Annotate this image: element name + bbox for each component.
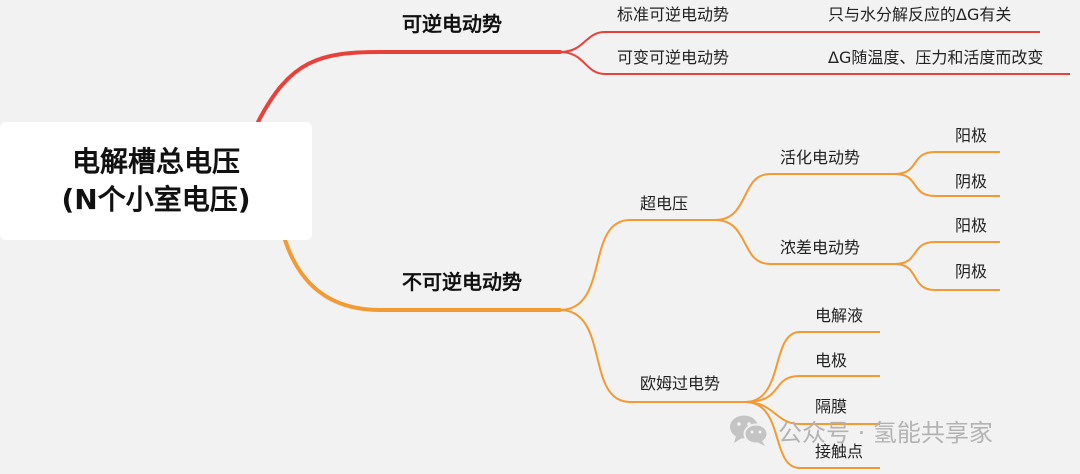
node-diaphragm[interactable]: 隔膜: [815, 397, 848, 416]
watermark: 公众号 · 氢能共享家: [728, 412, 993, 448]
node-variable-reversible-emf[interactable]: 可变可逆电动势: [617, 48, 730, 67]
node-reversible-emf[interactable]: 可逆电动势: [402, 12, 502, 36]
node-concentration-cathode[interactable]: 阴极: [955, 262, 988, 281]
node-contact-point[interactable]: 接触点: [815, 442, 864, 461]
connector-irreversible-overpotential: [559, 219, 715, 311]
connector-root-reversible: [256, 50, 562, 124]
note-variable-reversible-emf: ΔG随温度、压力和活度而改变: [828, 48, 1044, 67]
connector-over-activation: [714, 173, 895, 221]
wechat-icon: [730, 415, 769, 446]
node-irreversible-emf[interactable]: 不可逆电动势: [402, 270, 522, 294]
connector-reversible-standard: [559, 31, 1040, 53]
node-overpotential[interactable]: 超电压: [640, 194, 689, 213]
root-title-line2: (N个小室电压): [61, 183, 251, 216]
watermark-text: 公众号 · 氢能共享家: [778, 418, 993, 447]
connector-ohmic-electrode: [744, 375, 880, 403]
node-activation-anode[interactable]: 阳极: [955, 126, 988, 145]
connector-reversible-variable: [559, 51, 1070, 75]
root-node[interactable]: 电解槽总电压 (N个小室电压): [0, 122, 312, 240]
connector-irreversible-ohmic: [559, 309, 745, 403]
connector-activation-anode: [894, 151, 1000, 175]
note-standard-reversible-emf: 只与水分解反应的ΔG有关: [828, 5, 1012, 24]
node-electrode[interactable]: 电极: [815, 351, 848, 370]
node-electrolyte[interactable]: 电解液: [815, 306, 864, 325]
node-standard-reversible-emf[interactable]: 标准可逆电动势: [617, 5, 730, 24]
root-title-line1: 电解槽总电压: [71, 145, 240, 178]
connector-concentration-cathode: [894, 263, 1000, 291]
node-concentration-anode[interactable]: 阳极: [955, 216, 988, 235]
connector-root-irreversible: [283, 238, 562, 312]
node-concentration-emf[interactable]: 浓差电动势: [780, 238, 861, 257]
node-ohmic-overpotential[interactable]: 欧姆过电势: [640, 374, 721, 393]
node-activation-emf[interactable]: 活化电动势: [780, 148, 861, 167]
connector-activation-cathode: [894, 173, 1000, 197]
connector-over-concentration: [714, 219, 895, 265]
connector-concentration-anode: [894, 241, 1000, 265]
connector-ohmic-contact: [744, 401, 880, 469]
connector-ohmic-electrolyte: [744, 331, 880, 403]
node-activation-cathode[interactable]: 阴极: [955, 172, 988, 191]
